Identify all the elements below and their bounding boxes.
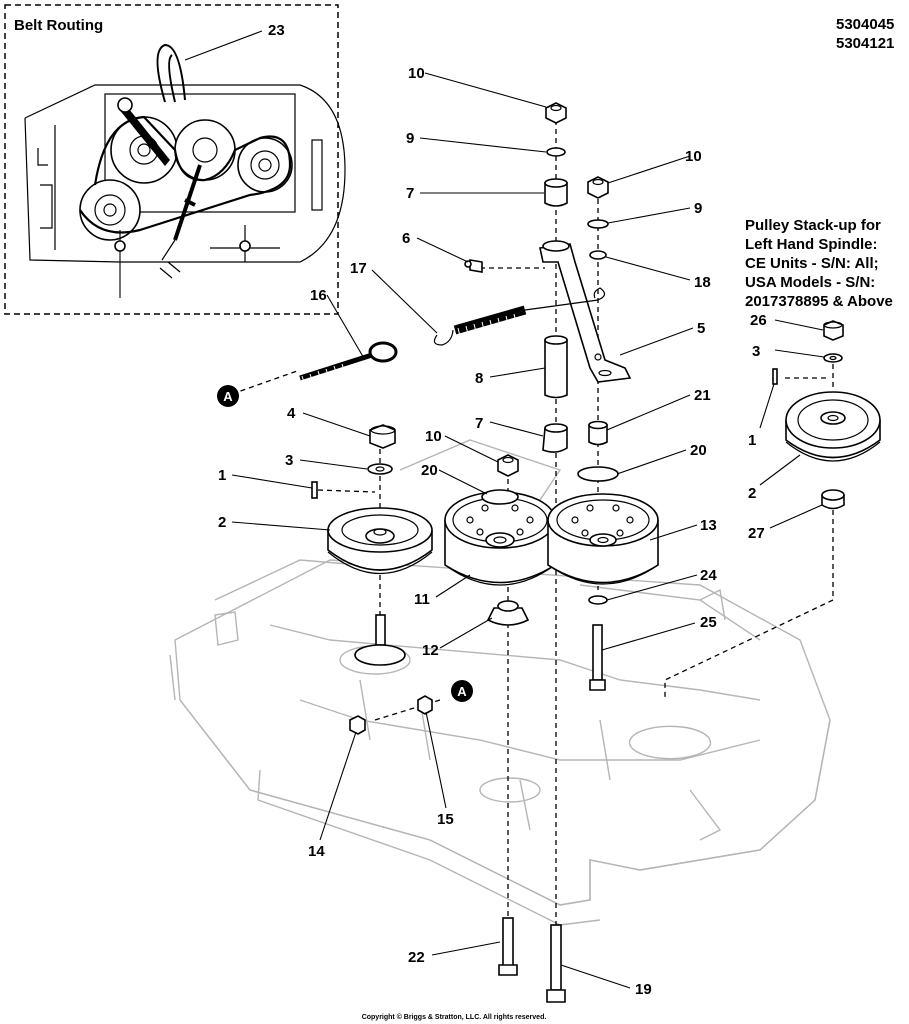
callout-2-left: 2	[218, 514, 226, 531]
washer-9-right-icon	[587, 219, 609, 229]
spring-17-icon	[433, 287, 606, 346]
bushing-7-lower-icon	[542, 423, 568, 453]
callout-27: 27	[748, 525, 765, 542]
marker-a-left: A	[217, 385, 239, 407]
callout-18: 18	[694, 274, 711, 291]
callout-leaders	[231, 72, 825, 989]
spindle-shaft-icon	[354, 614, 406, 666]
nut-15-icon	[417, 695, 433, 715]
callout-1-left: 1	[218, 467, 226, 484]
callout-labels: 10 9 7 6 17 16 10 9 18 5 8 21 7 4 3 1 2 …	[218, 65, 767, 998]
callout-19: 19	[635, 981, 652, 998]
idler-pulley-13-icon	[547, 493, 659, 585]
part-number-2: 5304121	[836, 35, 894, 52]
bolt-25-icon	[589, 624, 606, 691]
inset-pulley-right-icon	[237, 137, 293, 193]
callout-8: 8	[475, 370, 483, 387]
bushing-7-top-icon	[544, 178, 568, 207]
key-1-left-icon	[311, 481, 318, 499]
callout-3-right: 3	[752, 343, 760, 360]
callout-17: 17	[350, 260, 367, 277]
washer-20-right-icon	[577, 466, 619, 482]
pulley-2-left-icon	[327, 507, 433, 575]
callout-26: 26	[750, 312, 767, 329]
idler-arm-5-icon	[539, 240, 632, 383]
marker-a-right-label: A	[457, 684, 467, 699]
callout-9-right: 9	[694, 200, 702, 217]
copyright-notice: Copyright © Briggs & Stratton, LLC. All …	[362, 1013, 547, 1021]
callout-23-leader	[184, 30, 263, 61]
callout-5: 5	[697, 320, 705, 337]
part-number-1: 5304045	[836, 16, 894, 33]
callout-6: 6	[402, 230, 410, 247]
callout-12: 12	[422, 642, 439, 659]
callout-13: 13	[700, 517, 717, 534]
callout-20-right: 20	[690, 442, 707, 459]
callout-24: 24	[700, 567, 717, 584]
washer-9-top-icon	[546, 147, 566, 157]
hex-nut-26-icon	[823, 320, 844, 341]
pulley-2-right-icon	[785, 391, 881, 462]
callout-3-left: 3	[285, 452, 293, 469]
callout-9-top: 9	[406, 130, 414, 147]
callout-22: 22	[408, 949, 425, 966]
locknut-10-center-icon	[497, 454, 519, 477]
callout-10-right: 10	[685, 148, 702, 165]
eyebolt-16-icon	[299, 341, 398, 383]
callout-14: 14	[308, 843, 325, 860]
washer-18-icon	[589, 250, 607, 260]
callout-1-right: 1	[748, 432, 756, 449]
washer-24-icon	[588, 595, 608, 605]
idler-pulley-11-icon	[444, 489, 556, 586]
spacer-21-icon	[588, 420, 608, 446]
bolt-22-icon	[498, 917, 518, 976]
callout-10-center: 10	[425, 428, 442, 445]
belt-routing-inset	[4, 4, 346, 315]
callout-23: 23	[268, 22, 285, 39]
stack-title-line-3: CE Units - S/N: All;	[745, 255, 879, 272]
washer-3-right-icon	[823, 353, 843, 363]
callout-4: 4	[287, 405, 296, 422]
callout-7-lower: 7	[475, 415, 483, 432]
mower-deck-outline	[169, 439, 831, 926]
locknut-10-top-icon	[545, 102, 567, 124]
marker-a-right: A	[451, 680, 473, 702]
stack-title-line-2: Left Hand Spindle:	[745, 236, 878, 253]
stack-title-line-1: Pulley Stack-up for	[745, 217, 881, 234]
callout-11: 11	[414, 591, 430, 608]
washer-3-left-icon	[367, 463, 393, 475]
inset-title: Belt Routing	[14, 17, 103, 34]
callout-2-right: 2	[748, 485, 756, 502]
washer-20-center-icon	[481, 489, 519, 505]
callout-15: 15	[437, 811, 454, 828]
locknut-10-right-icon	[587, 176, 609, 199]
callout-21: 21	[694, 387, 711, 404]
spacer-8-icon	[544, 335, 568, 399]
marker-a-left-label: A	[223, 389, 233, 404]
key-1-right-icon	[772, 368, 778, 385]
stack-title-line-5: 2017378895 & Above	[745, 293, 893, 310]
stack-title-line-4: USA Models - S/N:	[745, 274, 875, 291]
hex-nut-4-icon	[369, 424, 396, 449]
bearing-27-icon	[821, 489, 845, 510]
flange-bushing-12-icon	[486, 600, 530, 626]
nut-14-icon	[349, 715, 366, 735]
grease-fitting-6-icon	[464, 259, 483, 273]
callout-7-top: 7	[406, 185, 414, 202]
callout-10-top: 10	[408, 65, 425, 82]
bolt-19-icon	[546, 924, 566, 1003]
callout-16: 16	[310, 287, 327, 304]
callout-25: 25	[700, 614, 717, 631]
callout-20-center: 20	[421, 462, 438, 479]
